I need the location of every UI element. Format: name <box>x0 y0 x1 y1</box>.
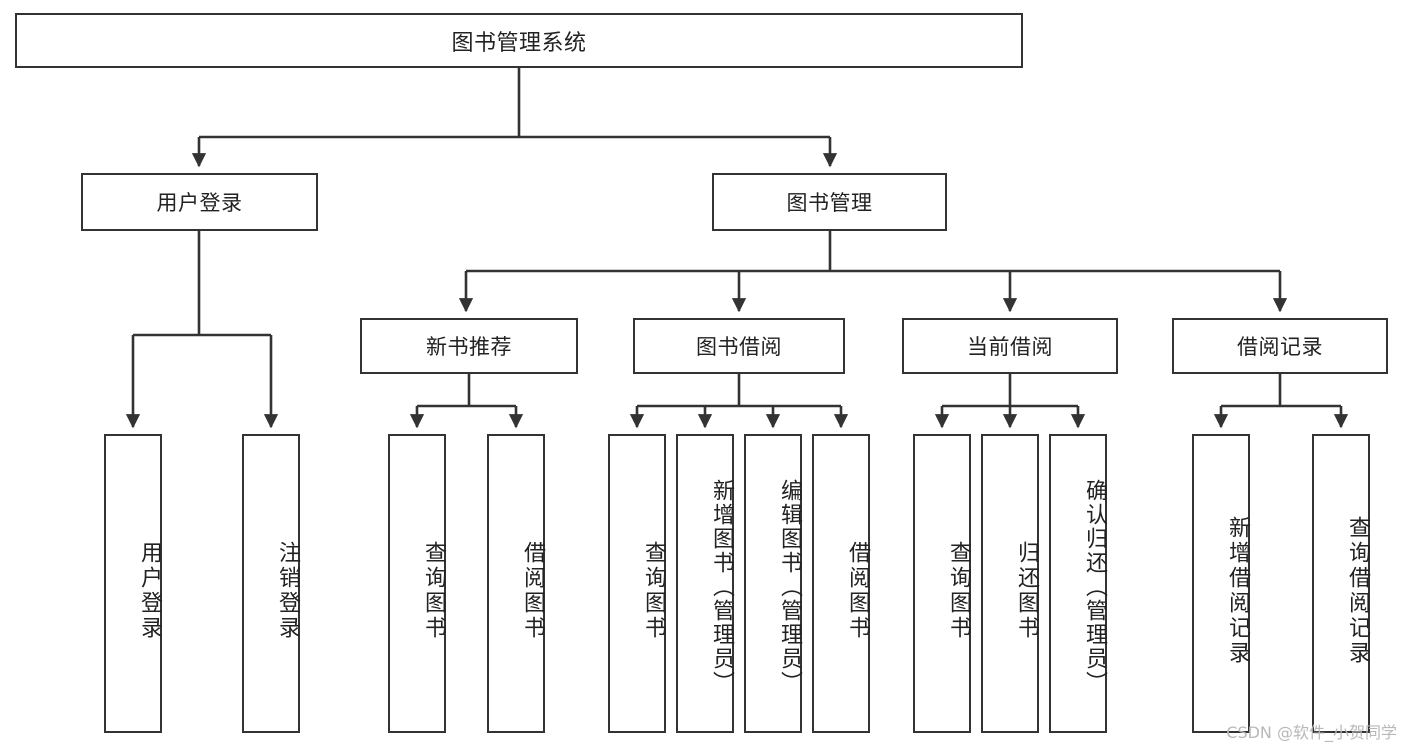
node-label: 新增图书（管理员） <box>709 478 734 695</box>
node-leaf-logout[interactable]: 注销登录 <box>242 434 300 733</box>
node-label: 查询借阅记录 <box>1345 515 1370 666</box>
node-leaf-return-book[interactable]: 归还图书 <box>981 434 1039 733</box>
node-leaf-user-login[interactable]: 用户登录 <box>104 434 162 733</box>
node-leaf-query-borrow-record[interactable]: 查询借阅记录 <box>1312 434 1370 733</box>
node-label: 归还图书 <box>1014 540 1039 641</box>
node-label: 当前借阅 <box>967 335 1053 359</box>
node-label: 用户登录 <box>137 540 162 641</box>
node-leaf-query-book-3[interactable]: 查询图书 <box>913 434 971 733</box>
node-label: 注销登录 <box>275 540 300 641</box>
node-leaf-add-book-admin[interactable]: 新增图书（管理员） <box>676 434 734 733</box>
node-new-book-recommend[interactable]: 新书推荐 <box>360 318 578 374</box>
node-root-system[interactable]: 图书管理系统 <box>15 13 1023 68</box>
node-label: 查询图书 <box>421 540 446 641</box>
node-label: 查询图书 <box>946 540 971 641</box>
node-leaf-borrow-book-2[interactable]: 借阅图书 <box>812 434 870 733</box>
node-leaf-borrow-book-1[interactable]: 借阅图书 <box>487 434 545 733</box>
node-current-borrow[interactable]: 当前借阅 <box>902 318 1118 374</box>
node-label: 查询图书 <box>641 540 666 641</box>
node-label: 用户登录 <box>156 191 243 215</box>
node-label: 借阅图书 <box>520 540 545 641</box>
node-label: 图书借阅 <box>696 335 782 359</box>
node-book-manage[interactable]: 图书管理 <box>712 173 947 231</box>
node-label: 借阅图书 <box>845 540 870 641</box>
node-label: 新书推荐 <box>426 335 512 359</box>
node-label: 新增借阅记录 <box>1225 515 1250 666</box>
node-label: 编辑图书（管理员） <box>777 478 802 695</box>
node-leaf-query-book-1[interactable]: 查询图书 <box>388 434 446 733</box>
node-leaf-edit-book-admin[interactable]: 编辑图书（管理员） <box>744 434 802 733</box>
node-label: 图书管理系统 <box>451 30 587 56</box>
node-borrow-record[interactable]: 借阅记录 <box>1172 318 1388 374</box>
node-label: 借阅记录 <box>1237 335 1323 359</box>
node-label: 确认归还（管理员） <box>1082 478 1107 695</box>
node-leaf-confirm-return-admin[interactable]: 确认归还（管理员） <box>1049 434 1107 733</box>
node-book-borrow[interactable]: 图书借阅 <box>633 318 845 374</box>
node-leaf-add-borrow-record[interactable]: 新增借阅记录 <box>1192 434 1250 733</box>
node-label: 图书管理 <box>786 191 873 215</box>
node-user-login[interactable]: 用户登录 <box>81 173 318 231</box>
node-leaf-query-book-2[interactable]: 查询图书 <box>608 434 666 733</box>
